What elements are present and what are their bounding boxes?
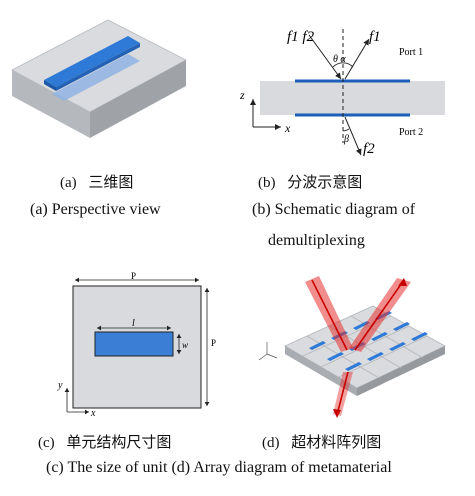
label-port2: Port 2: [399, 127, 423, 138]
caption-c-chinese: 单元结构尺寸图: [66, 433, 172, 451]
label-f1f2: f1 f2: [287, 29, 315, 45]
substrate-right-side: [90, 60, 186, 138]
caption-a-chinese: 三维图: [88, 173, 134, 191]
demultiplexing-schematic: f1 f2 f1 f2 θ α β Port 1 Port 2 z x: [239, 29, 445, 157]
slab: [260, 81, 445, 115]
caption-c-letter: (c): [38, 435, 55, 451]
array-plate-left: [285, 346, 357, 396]
caption-b-chinese: 分波示意图: [287, 173, 363, 191]
label-f1: f1: [369, 29, 381, 45]
label-z: z: [239, 88, 245, 102]
caption-b-letter: (b): [258, 175, 276, 191]
label-port1: Port 1: [399, 47, 423, 58]
metamaterial-array-figure: [258, 276, 446, 418]
label-x: x: [284, 121, 291, 135]
axes-gizmo: [258, 342, 278, 361]
label-f2: f2: [363, 141, 375, 157]
angle-arc-bottom: [342, 128, 350, 132]
label-y: y: [57, 380, 63, 391]
transmitted-beam-f2: [344, 116, 362, 156]
label-l: l: [132, 318, 135, 329]
wave-beams: [305, 276, 411, 418]
angle-arc-top: [332, 62, 354, 68]
top-metal-strip-edge: [44, 80, 56, 91]
top-metal-strip: [44, 36, 140, 87]
metal-strip: [94, 331, 174, 357]
incident-beam: [308, 34, 342, 80]
caption-a-cn: (a) 三维图: [60, 171, 133, 192]
caption-d-chinese: 超材料阵列图: [291, 433, 382, 451]
substrate-left-side: [12, 70, 90, 138]
caption-c-cn: (c) 单元结构尺寸图: [38, 431, 171, 452]
bottom-metal-strip: [52, 54, 140, 101]
top-metal-strip-side: [56, 43, 140, 91]
unit-cell-figure: P P l w y x: [57, 271, 216, 419]
label-beta: β: [343, 134, 349, 145]
caption-b-en-line1: (b) Schematic diagram of: [252, 201, 416, 218]
caption-b-en-line2: demultiplexing: [268, 232, 365, 249]
label-theta-alpha: θ α: [333, 54, 346, 65]
perspective-view-figure: [11, 19, 187, 138]
caption-d-letter: (d): [262, 435, 280, 451]
label-p-top: P: [131, 271, 136, 281]
array-plate-right: [357, 346, 445, 396]
caption-a-letter: (a): [60, 175, 77, 191]
reflected-beam-f1: [344, 38, 370, 80]
bottom-caption: (c) The size of unit (d) Array diagram o…: [46, 459, 392, 476]
caption-b-cn: (b) 分波示意图: [258, 171, 362, 192]
caption-a-en: (a) Perspective view: [30, 201, 161, 218]
caption-d-cn: (d) 超材料阵列图: [262, 431, 381, 452]
label-p-right: P: [211, 338, 216, 348]
label-w: w: [182, 340, 188, 350]
label-x: x: [90, 408, 96, 419]
